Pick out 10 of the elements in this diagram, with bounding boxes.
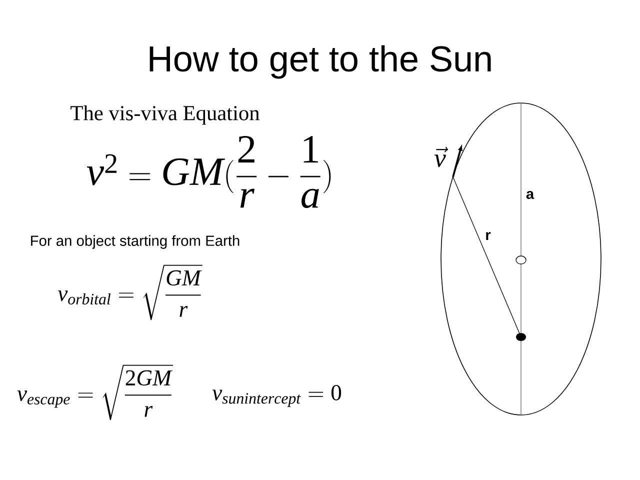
radius-label: r [486,232,491,240]
equation: $v_{orbital} = \sqrt{\dfrac{GM}{r}}$ [58,264,202,320]
axis-label: a [526,191,534,200]
equation: $v_{escape} = \sqrt{\dfrac{2GM}{r}}$ [17,364,174,420]
subtitle: The vis-viva Equation [70,105,260,125]
velocity-label: $\vec{v}$ [434,146,448,168]
equation: $v_{sun intercept} = 0$ [212,385,342,407]
note: For an object starting from Earth [31,235,240,249]
equation: $v^2 = GM(\dfrac{2}{r}-\dfrac{1}{a})$ [86,136,331,208]
title: How to get to the Sun [150,45,491,79]
